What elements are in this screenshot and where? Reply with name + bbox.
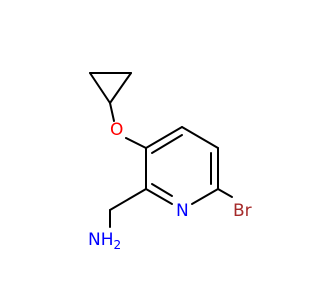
bond-c3-c4-inner — [151, 134, 183, 154]
bond-c2-ch2 — [109, 188, 147, 211]
bond-c6-n — [191, 188, 219, 205]
bond-c3-c4 — [145, 126, 183, 149]
bond-c4-c5 — [181, 126, 219, 149]
bromine-atom-label: Br — [233, 201, 252, 221]
bond-c6-br — [217, 188, 233, 198]
bond-cp-2 — [89, 72, 111, 104]
amine-group-label: NH2 — [88, 230, 121, 252]
oxygen-atom-label: O — [110, 120, 123, 140]
pyridine-nitrogen-label: N — [176, 201, 189, 221]
molecule-drawing: O N Br NH2 — [88, 72, 252, 252]
bond-n-c2-inner — [151, 183, 173, 197]
bond-n-c2 — [145, 188, 173, 205]
structure-canvas: O N Br NH2 — [88, 72, 252, 252]
bond-cp-3 — [109, 72, 132, 104]
amine-subscript-label: 2 — [114, 238, 122, 252]
amine-nh-label: NH — [88, 230, 114, 250]
bond-cp-o — [109, 102, 115, 122]
bond-o-c3 — [125, 137, 147, 149]
